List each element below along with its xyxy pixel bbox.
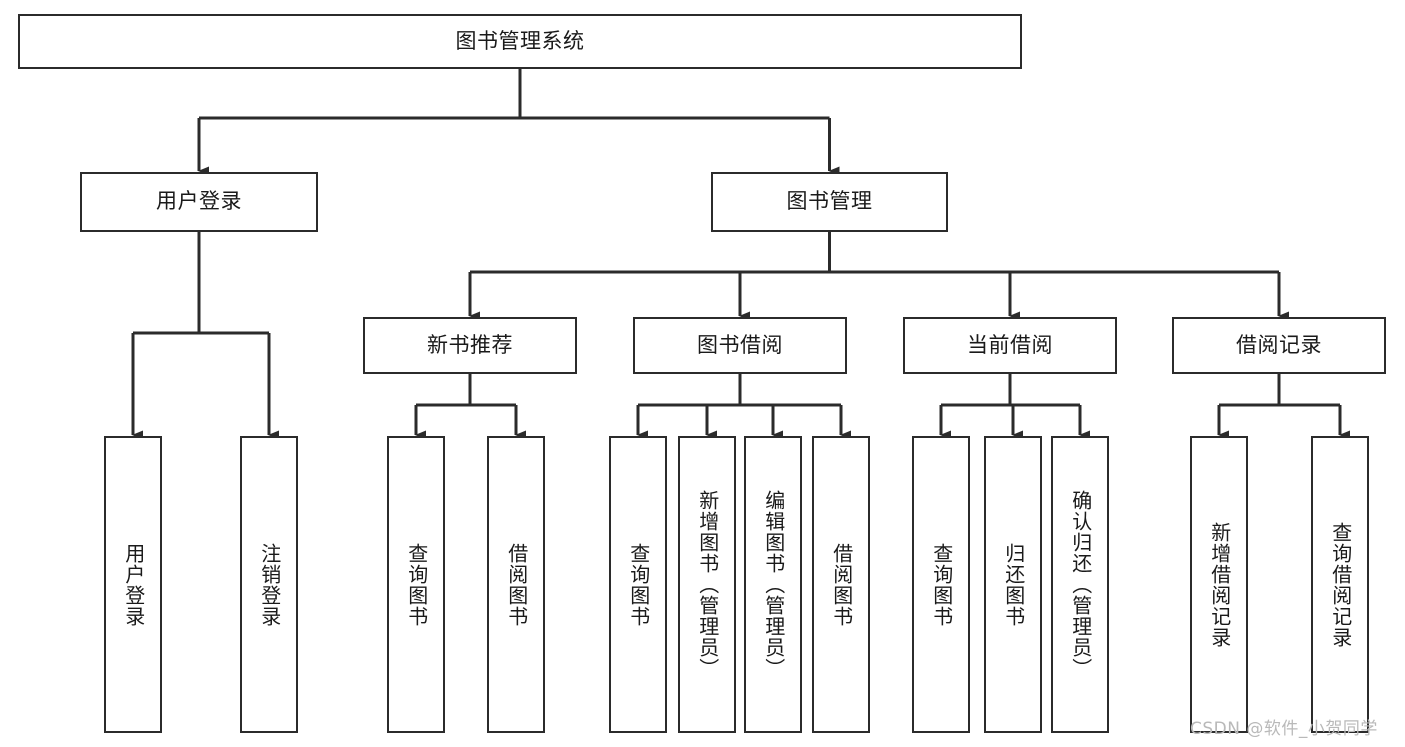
node-book-borrow-label: 图书借阅: [697, 332, 783, 357]
node-borrow-record-label: 借阅记录: [1236, 332, 1322, 357]
leaf-borrow-book-1[interactable]: 借阅图书: [487, 436, 545, 733]
leaf-confirm-return-label: 确认归还（管理员）: [1068, 490, 1093, 679]
leaf-borrow-book-2-label: 借阅图书: [829, 542, 854, 627]
csdn-watermark: CSDN @软件_小贺同学: [1190, 719, 1378, 739]
leaf-borrow-book-1-label: 借阅图书: [504, 542, 529, 627]
leaf-borrow-book-2[interactable]: 借阅图书: [812, 436, 870, 733]
node-current-borrow[interactable]: 当前借阅: [903, 317, 1117, 374]
leaf-query-book-1[interactable]: 查询图书: [387, 436, 445, 733]
leaf-user-login-label: 用户登录: [121, 542, 146, 627]
node-book-manage-label: 图书管理: [786, 189, 873, 214]
leaf-logout[interactable]: 注销登录: [240, 436, 298, 733]
leaf-add-borrow-record[interactable]: 新增借阅记录: [1190, 436, 1248, 733]
leaf-confirm-return[interactable]: 确认归还（管理员）: [1051, 436, 1109, 733]
leaf-query-book-3-label: 查询图书: [929, 542, 954, 627]
node-book-manage[interactable]: 图书管理: [711, 172, 948, 232]
leaf-query-borrow-record-label: 查询借阅记录: [1328, 521, 1353, 648]
leaf-query-borrow-record[interactable]: 查询借阅记录: [1311, 436, 1369, 733]
leaf-query-book-2-label: 查询图书: [626, 542, 651, 627]
leaf-return-book-label: 归还图书: [1001, 542, 1026, 627]
leaf-add-book-label: 新增图书（管理员）: [695, 490, 720, 679]
node-root[interactable]: 图书管理系统: [18, 14, 1022, 69]
node-user-login[interactable]: 用户登录: [80, 172, 318, 232]
node-borrow-record[interactable]: 借阅记录: [1172, 317, 1386, 374]
leaf-query-book-3[interactable]: 查询图书: [912, 436, 970, 733]
node-new-book-recommend[interactable]: 新书推荐: [363, 317, 577, 374]
leaf-add-book[interactable]: 新增图书（管理员）: [678, 436, 736, 733]
node-new-book-recommend-label: 新书推荐: [427, 332, 513, 357]
node-root-label: 图书管理系统: [455, 28, 585, 53]
leaf-add-borrow-record-label: 新增借阅记录: [1207, 521, 1232, 648]
leaf-user-login[interactable]: 用户登录: [104, 436, 162, 733]
leaf-logout-label: 注销登录: [257, 542, 282, 627]
leaf-edit-book-label: 编辑图书（管理员）: [761, 490, 786, 679]
node-current-borrow-label: 当前借阅: [967, 332, 1053, 357]
node-user-login-label: 用户登录: [156, 189, 242, 214]
leaf-edit-book[interactable]: 编辑图书（管理员）: [744, 436, 802, 733]
connector-group: [131, 69, 1350, 440]
leaf-return-book[interactable]: 归还图书: [984, 436, 1042, 733]
leaf-query-book-2[interactable]: 查询图书: [609, 436, 667, 733]
node-book-borrow[interactable]: 图书借阅: [633, 317, 847, 374]
leaf-query-book-1-label: 查询图书: [404, 542, 429, 627]
